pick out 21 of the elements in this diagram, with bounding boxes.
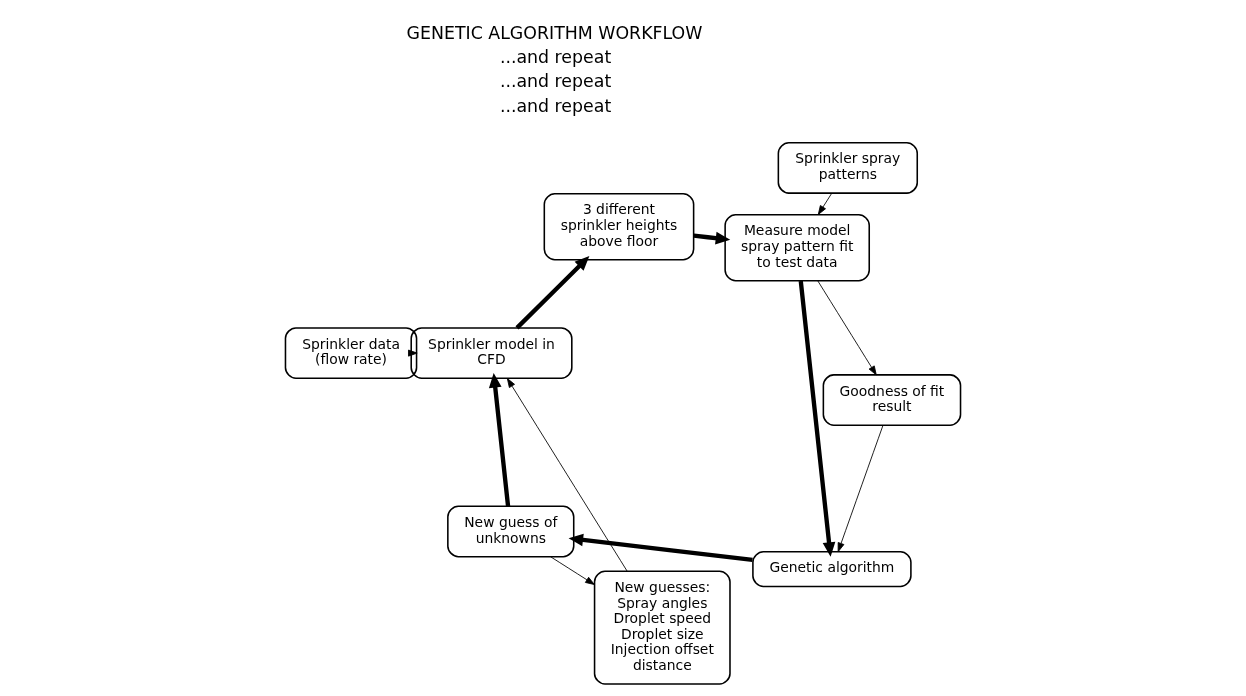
node-box: Genetic algorithm <box>752 551 912 588</box>
label: ...and repeat <box>499 95 612 116</box>
arrow <box>515 256 590 330</box>
arrow <box>550 556 595 585</box>
label: ...and repeat <box>499 71 612 92</box>
label: GENETIC ALGORITHM WORKFLOW <box>406 22 703 43</box>
arrow <box>798 280 836 557</box>
node-box: New guess of unknowns <box>447 505 575 558</box>
arrow <box>488 373 511 507</box>
node-box: Sprinkler spray patterns <box>777 142 919 194</box>
arrow <box>817 192 833 215</box>
arrow <box>568 533 753 562</box>
arrow <box>817 280 877 376</box>
node-box: Goodness of fit result <box>822 374 962 427</box>
node-box: New guesses: Spray angles Droplet speed Droplet size Injection offset distance <box>593 570 731 685</box>
arrow <box>506 378 628 572</box>
node-box: 3 different sprinkler heights above floor <box>543 193 695 261</box>
arrow <box>693 231 731 245</box>
label: ...and repeat <box>499 47 612 68</box>
node-box: Measure model spray pattern fit to test data <box>724 213 870 282</box>
arrow <box>837 424 884 553</box>
